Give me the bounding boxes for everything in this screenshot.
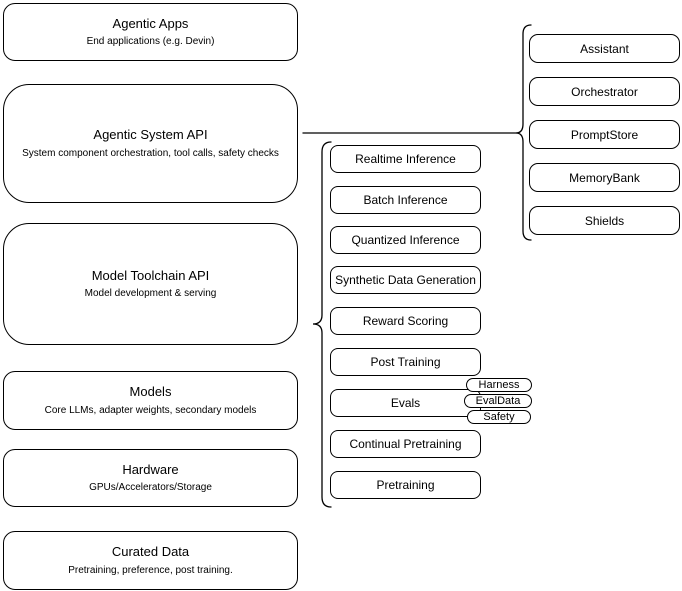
node-memorybank: MemoryBank: [529, 163, 680, 192]
node-realtime-inference: Realtime Inference: [330, 145, 481, 173]
node-reward-scoring: Reward Scoring: [330, 307, 481, 335]
toolchain-group-brace: [312, 141, 332, 508]
node-subtitle: GPUs/Accelerators/Storage: [89, 482, 212, 494]
node-subtitle: Model development & serving: [84, 288, 217, 300]
node-model-toolchain-api: Model Toolchain API Model development & …: [3, 223, 298, 345]
node-curated-data: Curated Data Pretraining, preference, po…: [3, 531, 298, 590]
node-continual-pretraining: Continual Pretraining: [330, 430, 481, 458]
node-subtitle: Core LLMs, adapter weights, secondary mo…: [44, 404, 257, 416]
node-promptstore: PromptStore: [529, 120, 680, 149]
node-quantized-inference: Quantized Inference: [330, 226, 481, 254]
node-models: Models Core LLMs, adapter weights, secon…: [3, 371, 298, 430]
node-orchestrator: Orchestrator: [529, 77, 680, 106]
node-title: Model Toolchain API: [91, 267, 210, 283]
node-title: Agentic System API: [93, 127, 208, 143]
node-title: Curated Data: [111, 544, 190, 560]
node-assistant: Assistant: [529, 34, 680, 63]
node-title: Hardware: [122, 461, 179, 477]
node-evals: Evals: [330, 389, 481, 417]
node-subtitle: System component orchestration, tool cal…: [22, 147, 279, 159]
node-batch-inference: Batch Inference: [330, 186, 481, 214]
tag-harness: Harness: [466, 378, 532, 392]
node-shields: Shields: [529, 206, 680, 235]
node-agentic-apps: Agentic Apps End applications (e.g. Devi…: [3, 3, 298, 61]
tag-evaldata: EvalData: [464, 394, 532, 408]
node-title: Models: [129, 384, 172, 400]
node-post-training: Post Training: [330, 348, 481, 376]
node-hardware: Hardware GPUs/Accelerators/Storage: [3, 449, 298, 507]
tag-safety: Safety: [467, 410, 531, 424]
node-synthetic-data-generation: Synthetic Data Generation: [330, 266, 481, 294]
node-agentic-system-api: Agentic System API System component orch…: [3, 84, 298, 203]
node-subtitle: End applications (e.g. Devin): [86, 36, 215, 48]
node-subtitle: Pretraining, preference, post training.: [68, 564, 233, 576]
node-pretraining: Pretraining: [330, 471, 481, 499]
node-title: Agentic Apps: [112, 15, 189, 31]
